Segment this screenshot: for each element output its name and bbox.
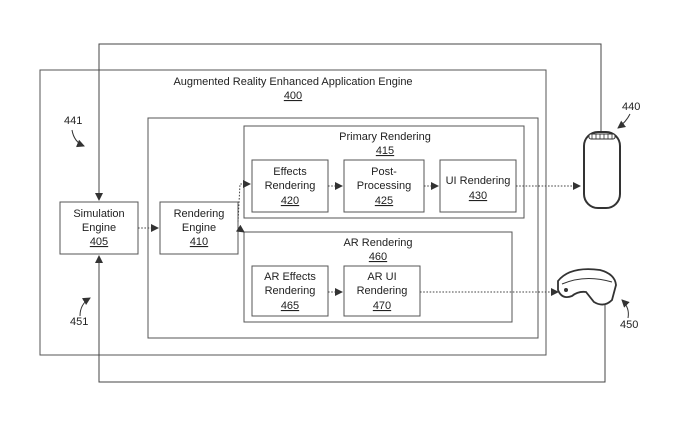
label-451: 451 <box>70 316 88 328</box>
simulation-engine-ref: 405 <box>90 236 108 248</box>
leader-451 <box>79 297 91 317</box>
arrow-rendering-to-ar <box>235 224 245 233</box>
leader-450 <box>621 299 630 319</box>
simulation-engine-line2: Engine <box>82 222 116 234</box>
label-440: 440 <box>622 101 640 113</box>
primary-rendering-ref: 415 <box>376 145 394 157</box>
effects-rendering-line1: Effects <box>273 166 307 178</box>
ar-effects-rendering-ref: 465 <box>281 300 299 312</box>
ui-rendering-line1: UI Rendering <box>446 175 511 187</box>
feedback-loop-top <box>95 43 602 201</box>
leader-441 <box>71 129 85 148</box>
post-processing-ref: 425 <box>375 195 393 207</box>
rendering-engine-box <box>159 201 239 255</box>
engine-title: Augmented Reality Enhanced Application E… <box>173 76 412 88</box>
feedback-loop-bottom <box>95 255 606 383</box>
effects-rendering-line2: Rendering <box>265 180 316 192</box>
label-441: 441 <box>64 115 82 127</box>
rendering-engine-ref: 410 <box>190 236 208 248</box>
ar-ui-rendering-box <box>343 265 421 317</box>
post-processing-line2: Processing <box>357 180 411 192</box>
effects-rendering-box <box>251 159 329 213</box>
leader-440 <box>617 113 631 129</box>
ar-rendering-title: AR Rendering <box>343 237 412 249</box>
post-processing-box <box>343 159 425 213</box>
headset-icon <box>557 268 617 306</box>
rendering-engine-line2: Engine <box>182 222 216 234</box>
primary-rendering-title: Primary Rendering <box>339 131 431 143</box>
ar-effects-rendering-line2: Rendering <box>265 285 316 297</box>
engine-ref: 400 <box>284 90 302 102</box>
ar-ui-rendering-line1: AR UI <box>367 271 396 283</box>
display-device <box>583 131 621 209</box>
ar-effects-rendering-box <box>251 265 329 317</box>
effects-rendering-ref: 420 <box>281 195 299 207</box>
simulation-engine-box <box>59 201 139 255</box>
label-450: 450 <box>620 319 638 331</box>
rendering-engine-line1: Rendering <box>174 208 225 220</box>
ar-rendering-ref: 460 <box>369 251 387 263</box>
ui-rendering-ref: 430 <box>469 190 487 202</box>
simulation-engine-line1: Simulation <box>73 208 124 220</box>
post-processing-line1: Post- <box>371 166 397 178</box>
ar-ui-rendering-line2: Rendering <box>357 285 408 297</box>
ar-effects-rendering-line1: AR Effects <box>264 271 316 283</box>
ar-ui-rendering-ref: 470 <box>373 300 391 312</box>
ui-rendering-box <box>439 159 517 213</box>
